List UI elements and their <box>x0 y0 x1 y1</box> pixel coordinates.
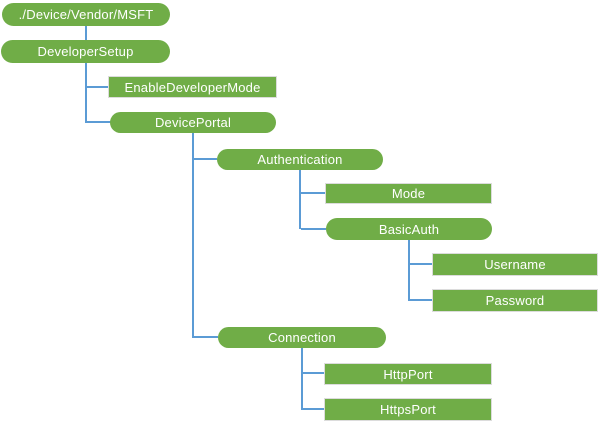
connector-line <box>410 299 432 301</box>
tree-node-httpport: HttpPort <box>324 363 492 385</box>
connector-line <box>299 170 301 229</box>
tree-node-username: Username <box>432 253 598 276</box>
connector-line <box>85 63 87 123</box>
tree-node-enabledevelopermode: EnableDeveloperMode <box>108 76 277 98</box>
tree-node-developersetup: DeveloperSetup <box>1 40 170 63</box>
connector-line <box>192 133 194 338</box>
connector-line <box>87 86 109 88</box>
tree-node-mode: Mode <box>325 183 492 204</box>
tree-node-deviceportal: DevicePortal <box>110 112 276 133</box>
tree-node-root: ./Device/Vendor/MSFT <box>2 3 170 26</box>
connector-line <box>87 121 111 123</box>
tree-node-httpsport: HttpsPort <box>324 398 492 421</box>
connector-line <box>303 372 324 374</box>
tree-node-authentication: Authentication <box>217 149 383 170</box>
connector-line <box>194 158 217 160</box>
tree-node-basicauth: BasicAuth <box>326 218 492 240</box>
tree-node-connection: Connection <box>218 327 386 348</box>
connector-line <box>301 192 325 194</box>
connector-line <box>303 408 324 410</box>
connector-line <box>301 228 326 230</box>
connector-line <box>194 336 218 338</box>
connector-line <box>301 348 303 410</box>
tree-node-password: Password <box>432 289 598 312</box>
connector-line <box>408 240 410 301</box>
connector-line <box>85 25 87 40</box>
connector-line <box>410 263 432 265</box>
